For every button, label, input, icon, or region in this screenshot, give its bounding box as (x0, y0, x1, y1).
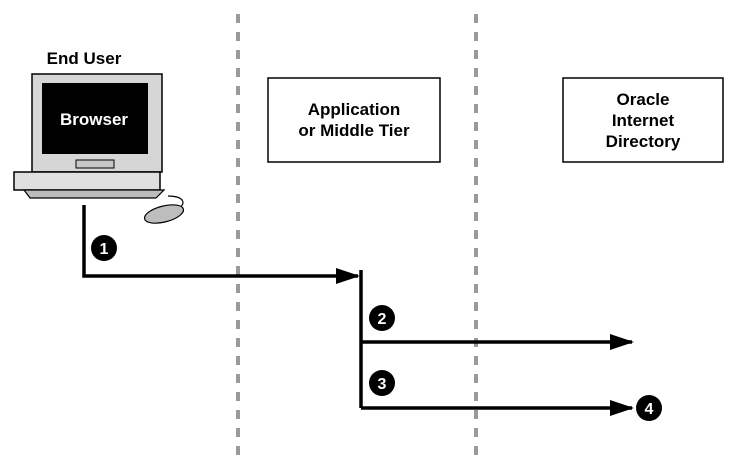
step-2-marker (369, 305, 395, 331)
step-3-label: 3 (378, 376, 387, 393)
step-3-marker (369, 370, 395, 396)
step-1-marker (91, 235, 117, 261)
application-tier-box (267, 77, 441, 163)
application-tier-line2: or Middle Tier (298, 121, 410, 140)
step-4-label: 4 (645, 401, 654, 418)
step-2-label: 2 (378, 311, 387, 328)
oid-line3: Directory (606, 132, 681, 151)
oid-line2: Internet (612, 111, 675, 130)
browser-label: Browser (60, 110, 128, 129)
oid-line1: Oracle (617, 90, 670, 109)
application-tier-line1: Application (308, 100, 401, 119)
step-4-marker (636, 395, 662, 421)
end-user-heading: End User (47, 49, 122, 68)
flow-arrow-1 (82, 205, 360, 284)
oid-box (562, 77, 724, 163)
computer-icon (13, 73, 185, 224)
step-1-label: 1 (100, 241, 109, 258)
mouse-icon (143, 204, 185, 224)
